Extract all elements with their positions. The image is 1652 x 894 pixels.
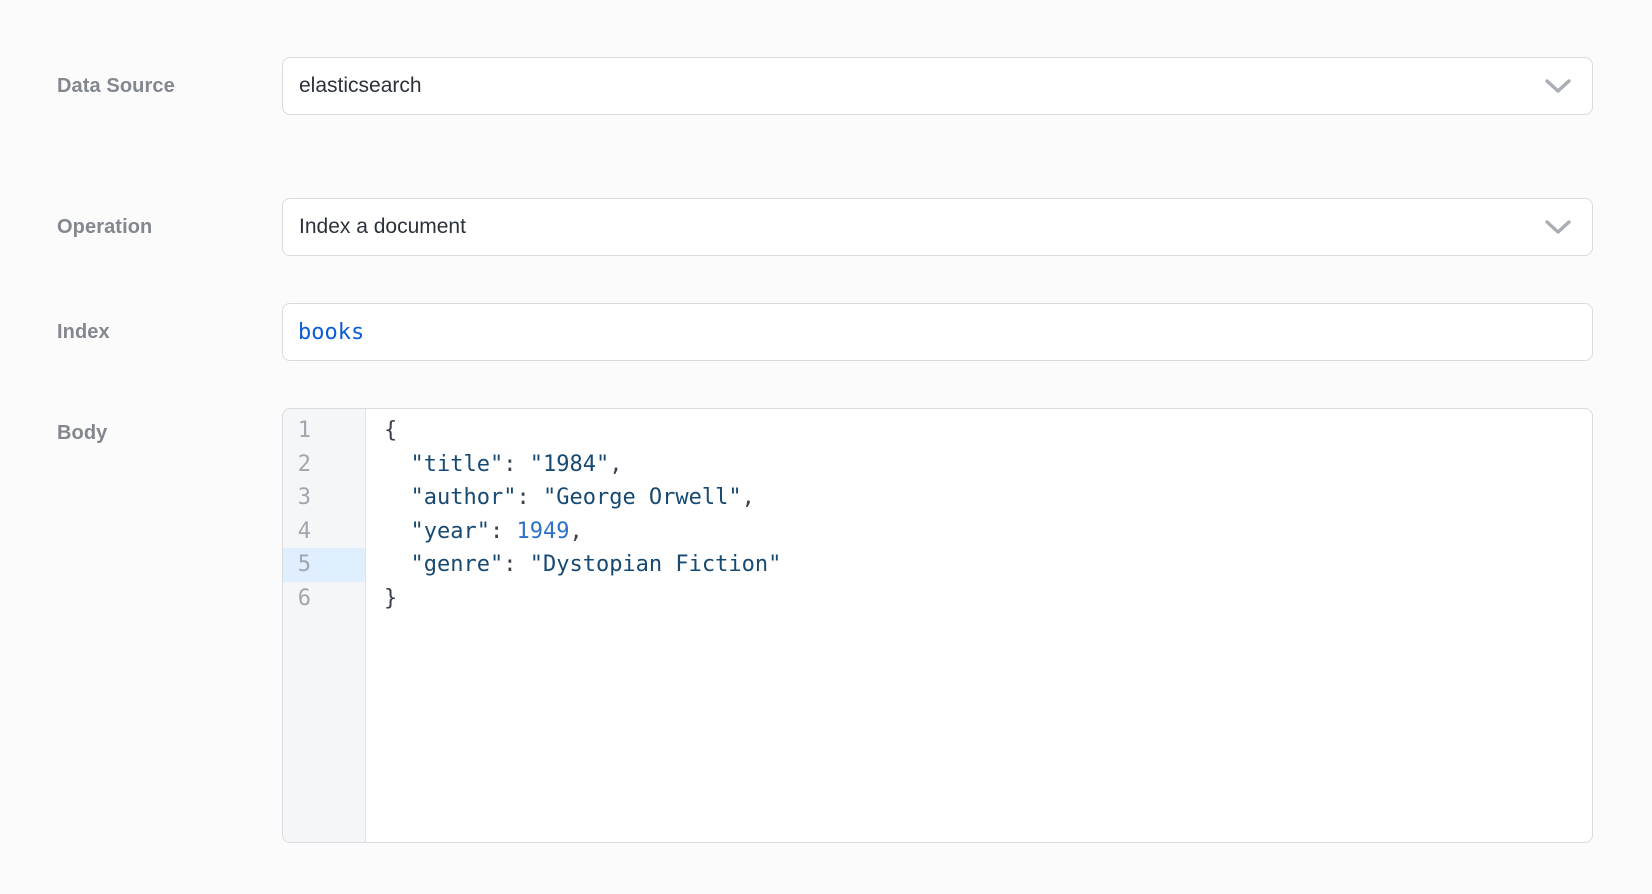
code-line: "year": 1949, [384, 515, 1576, 549]
token-punct: : [503, 451, 530, 477]
token-punct: : [489, 518, 517, 544]
token-punct: , [609, 451, 623, 477]
token-ws [384, 519, 411, 544]
line-number-gutter: 1 2 3 4 5 6 [283, 409, 366, 842]
code-content[interactable]: { "title": "1984", "author": "George Orw… [366, 409, 1592, 842]
line-number: 5 [283, 548, 365, 582]
line-number: 1 [297, 418, 311, 443]
line-number: 3 [297, 485, 311, 510]
token-punct: { [384, 418, 398, 443]
token-string: "genre" [410, 552, 504, 577]
code-line: "genre": "Dystopian Fiction" [384, 548, 1576, 582]
body-code-editor[interactable]: 1 2 3 4 5 6 { "title": "1984", "author": "Geo… [282, 408, 1593, 843]
field-row-index: Index [57, 303, 1593, 361]
token-ws [384, 485, 411, 510]
index-label: Index [57, 320, 110, 343]
data-source-label: Data Source [57, 74, 175, 97]
token-string: "author" [410, 485, 517, 510]
token-ws [384, 452, 411, 477]
code-line: { [384, 414, 1576, 448]
operation-label: Operation [57, 215, 153, 238]
index-field [282, 303, 1593, 361]
token-number: 1949 [516, 518, 570, 544]
token-string: "title" [410, 451, 504, 477]
token-string: "1984" [529, 451, 610, 477]
line-number: 2 [297, 451, 311, 477]
token-punct: : [503, 552, 530, 577]
field-row-data-source: Data Source elasticsearch [57, 57, 1593, 115]
parameters-panel: Data Source elasticsearch Operation Inde… [57, 57, 1593, 843]
token-string: "Dystopian Fiction" [529, 552, 782, 577]
line-number: 4 [297, 518, 311, 544]
data-source-field: elasticsearch [282, 57, 1593, 115]
token-punct: , [741, 485, 755, 510]
field-row-operation: Operation Index a document [57, 198, 1593, 256]
token-punct: : [516, 485, 543, 510]
data-source-selected-value: elasticsearch [299, 74, 422, 97]
operation-field: Index a document [282, 198, 1593, 256]
data-source-select[interactable]: elasticsearch [282, 57, 1593, 115]
body-label: Body [57, 422, 108, 444]
token-string: "year" [410, 518, 490, 544]
operation-selected-value: Index a document [299, 215, 466, 238]
token-ws [384, 552, 411, 577]
operation-select[interactable]: Index a document [282, 198, 1593, 256]
token-string: "George Orwell" [542, 485, 742, 510]
index-input[interactable] [282, 303, 1593, 361]
token-punct: } [384, 585, 398, 611]
field-row-body: Body 1 2 3 4 5 6 { "title": "1984", "author":… [57, 408, 1593, 843]
token-punct: , [569, 518, 583, 544]
line-number: 6 [297, 585, 311, 611]
code-line: } [384, 582, 1576, 616]
body-field: 1 2 3 4 5 6 { "title": "1984", "author": "Geo… [282, 408, 1593, 843]
code-line: "title": "1984", [384, 448, 1576, 482]
code-line: "author": "George Orwell", [384, 481, 1576, 515]
